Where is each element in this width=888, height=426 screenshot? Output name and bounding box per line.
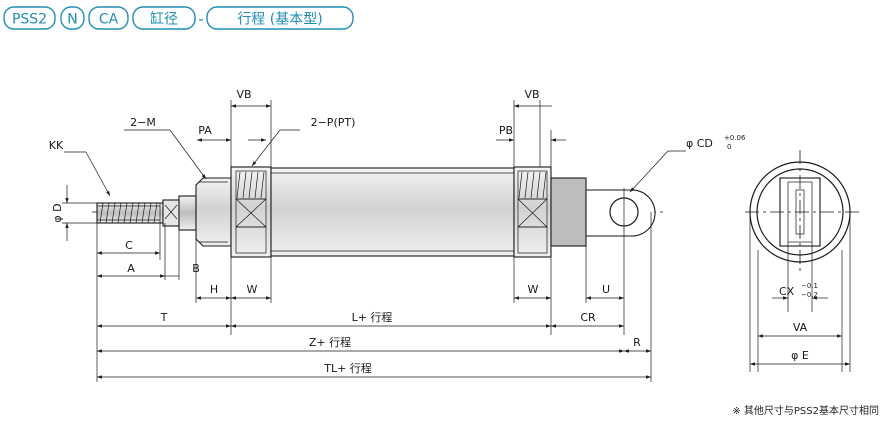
stroke-code: 行程 (基本型) <box>237 11 322 28</box>
label-kk: KK <box>49 139 64 152</box>
label-phi-d: φ D <box>51 203 64 222</box>
cd-tolerance-lower: 0 <box>727 143 731 151</box>
model-code: PSS2 N CA 缸径 - 行程 (基本型) <box>3 6 354 30</box>
label-2p: 2−P(PT) <box>311 116 356 129</box>
label-pb: PB <box>499 124 513 137</box>
clevis <box>550 177 656 247</box>
cx-tolerance-lower: −0.2 <box>801 291 818 299</box>
code-dash: - <box>198 10 203 28</box>
cx-tolerance-upper: −0.1 <box>801 282 818 290</box>
label-vb-right: VB <box>524 88 539 101</box>
label-2m: 2−M <box>130 116 156 129</box>
label-va: VA <box>793 321 808 334</box>
series-code: PSS2 <box>12 12 47 28</box>
label-w-left: W <box>247 283 258 296</box>
front-cover <box>230 166 272 258</box>
piston-rod <box>96 195 197 231</box>
label-u: U <box>602 283 610 296</box>
label-pa: PA <box>198 124 212 137</box>
front-nut <box>195 177 232 247</box>
label-vb-left: VB <box>236 88 251 101</box>
label-phi-e: φ E <box>791 349 809 362</box>
bore-code: 缸径 <box>150 11 178 28</box>
label-z-stroke: Z+ 行程 <box>309 336 351 349</box>
label-cx: CX <box>779 285 795 298</box>
label-t: T <box>160 311 168 324</box>
label-cr: CR <box>580 311 596 324</box>
label-c: C <box>125 239 133 252</box>
rear-cover <box>513 166 552 258</box>
label-r: R <box>633 336 641 349</box>
footnote: ※ 其他尺寸与PSS2基本尺寸相同 <box>732 404 879 417</box>
dimension-lines <box>62 100 686 382</box>
label-l-stroke: L+ 行程 <box>352 311 393 324</box>
label-b: B <box>192 262 200 275</box>
dimension-labels: VB VB 2−M 2−P(PT) PA PB KK φ D C A B H W… <box>49 88 818 375</box>
label-a: A <box>127 262 135 275</box>
option-n-code: N <box>67 12 77 28</box>
label-phi-cd: φ CD <box>686 137 713 150</box>
cd-tolerance-upper: +0.06 <box>724 134 746 142</box>
cylinder-tube <box>270 167 515 257</box>
label-h: H <box>210 283 218 296</box>
label-w-right: W <box>528 283 539 296</box>
label-tl-stroke: TL+ 行程 <box>323 362 372 375</box>
option-ca-code: CA <box>99 12 119 28</box>
end-view <box>745 150 862 372</box>
